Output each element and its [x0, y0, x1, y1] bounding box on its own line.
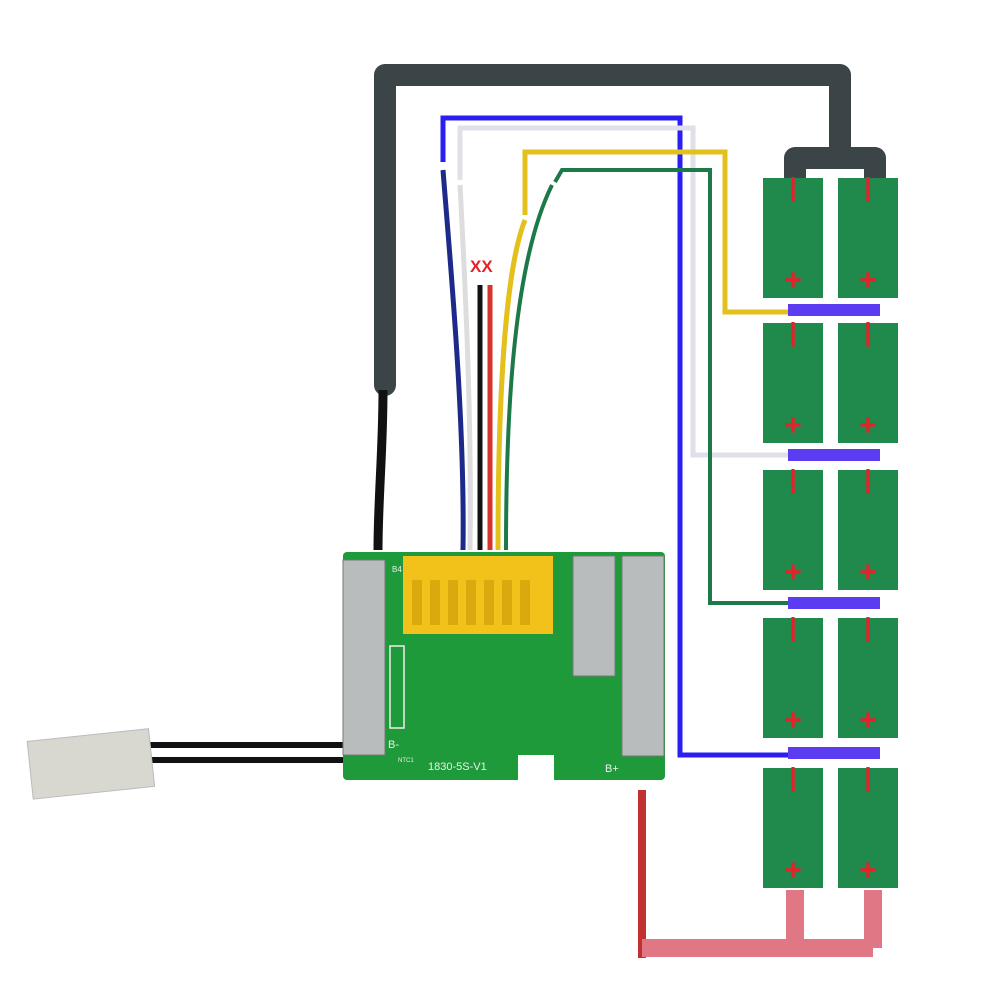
cell-link-bar [788, 304, 880, 316]
no-connect-mark: XX [470, 257, 493, 276]
cell-plus-mark: + [784, 854, 802, 887]
cell-plus-mark: + [859, 704, 877, 737]
cell-links [788, 304, 880, 759]
cell-minus-mark: | [789, 172, 796, 202]
battery-cell [838, 618, 898, 738]
cell-minus-mark: | [789, 612, 796, 642]
positive-bus [642, 890, 882, 957]
yellow-wire [522, 149, 790, 315]
battery-cell [763, 470, 823, 590]
white-lead [457, 184, 473, 551]
cell-plus-mark: + [784, 556, 802, 589]
cell-link-bar [788, 597, 880, 609]
thermistor [26, 728, 156, 800]
b-plus-label: B+ [605, 763, 619, 775]
blue-wire [440, 115, 790, 758]
battery-cell [838, 768, 898, 888]
blue-lead [440, 169, 466, 551]
cell-link-bar [788, 747, 880, 759]
battery-cells: | + | + | + | + | + | + | + | + | + | + [763, 172, 898, 888]
terminal-middle [572, 555, 616, 677]
cell-plus-mark: + [859, 854, 877, 887]
battery-cell [763, 618, 823, 738]
connector-slots [412, 580, 530, 625]
cell-minus-mark: | [789, 464, 796, 494]
b-minus-label: B- [388, 739, 399, 751]
cell-minus-mark: | [864, 762, 871, 792]
cell-plus-mark: + [784, 264, 802, 297]
battery-cell [763, 768, 823, 888]
ntc-wires [140, 742, 345, 763]
b4-label: B4 [392, 565, 402, 574]
cell-minus-mark: | [864, 464, 871, 494]
battery-cell [763, 323, 823, 443]
balance-connector [403, 556, 553, 634]
cell-minus-mark: | [864, 172, 871, 202]
cell-link-bar [788, 449, 880, 461]
cell-plus-mark: + [859, 556, 877, 589]
white-wire [457, 125, 790, 458]
battery-cell [838, 323, 898, 443]
pcb-notch [518, 755, 554, 781]
battery-cell [763, 178, 823, 298]
cell-minus-mark: | [864, 317, 871, 347]
battery-cell [838, 470, 898, 590]
ground-wire [374, 64, 886, 396]
green-wire [553, 168, 790, 605]
battery-cell [838, 178, 898, 298]
cell-minus-mark: | [789, 762, 796, 792]
cell-plus-mark: + [859, 409, 877, 442]
cell-plus-mark: + [859, 264, 877, 297]
terminal-b-minus [342, 559, 386, 756]
pcb-model-label: 1830-5S-V1 [428, 761, 487, 773]
yellow-lead [495, 219, 528, 551]
cell-minus-mark: | [789, 317, 796, 347]
green-lead [504, 184, 554, 551]
header-j4 [389, 645, 405, 729]
ground-lead [373, 389, 388, 551]
cell-minus-mark: | [864, 612, 871, 642]
ntc-label: NTC1 [398, 758, 414, 764]
cell-plus-mark: + [784, 704, 802, 737]
terminal-b-plus [621, 555, 665, 757]
cell-plus-mark: + [784, 409, 802, 442]
